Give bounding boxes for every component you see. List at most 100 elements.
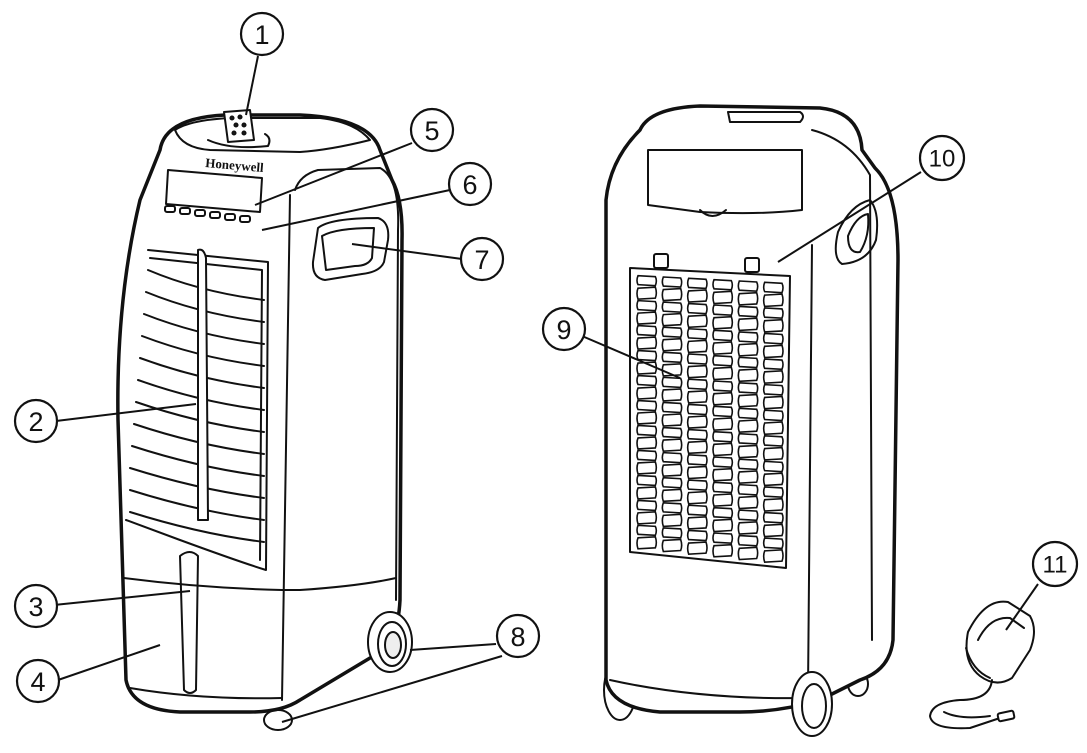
callout-7: 7 [459, 236, 505, 282]
filter-cell [737, 291, 759, 306]
filter-cell [686, 428, 708, 441]
filter-cell [762, 370, 784, 384]
svg-text:7: 7 [474, 245, 489, 275]
front-top-lid [174, 117, 371, 153]
filter-cell [661, 451, 683, 464]
filter-cell [686, 389, 708, 404]
filter-cell [661, 276, 683, 288]
filter-cell [661, 426, 683, 439]
filter-cell [712, 391, 734, 406]
filter-cell [686, 339, 708, 354]
filter-cell [712, 290, 734, 305]
filter-cell [762, 537, 784, 550]
filter-grid [636, 274, 784, 564]
filter-cell [737, 356, 759, 369]
filter-cell [712, 442, 734, 457]
filter-cell [661, 388, 683, 402]
callout-2: 2 [13, 398, 59, 444]
back-side-panel-edge [811, 129, 873, 641]
filter-cell [712, 354, 734, 367]
filter-cell [737, 407, 759, 420]
filter-cell [636, 524, 658, 537]
filter-cell [636, 424, 658, 437]
remote-control [207, 109, 271, 149]
filter-cell [686, 465, 708, 480]
filter-cell [661, 326, 683, 339]
filter-cell [762, 523, 784, 538]
filter-cell [661, 312, 683, 327]
filter-clips [653, 253, 760, 273]
front-side-panel-edge [294, 167, 400, 601]
filter-cell [762, 318, 784, 333]
filter-cell [712, 341, 734, 356]
filter-cell [712, 481, 734, 494]
filter-cell [636, 336, 658, 350]
front-louver-frame [125, 249, 269, 571]
filter-cell [737, 509, 759, 522]
svg-text:4: 4 [30, 667, 45, 697]
filter-cell [661, 376, 683, 389]
adapter-body [965, 600, 1035, 684]
filter-cell [762, 344, 784, 359]
back-lower-edge [609, 679, 809, 700]
filter-cell [762, 421, 784, 436]
back-caster-wheel [791, 671, 833, 737]
adapter-plug [996, 709, 1016, 723]
filter-cell [737, 381, 759, 394]
adapter-cable [929, 679, 1001, 730]
filter-cell [661, 476, 683, 489]
back-side-handle [834, 199, 879, 265]
filter-cell [661, 527, 683, 539]
filter-cell [762, 358, 784, 371]
svg-text:3: 3 [28, 592, 43, 622]
filter-cell [636, 486, 658, 500]
filter-cell [686, 541, 708, 556]
front-side-handle [311, 217, 390, 281]
svg-text:10: 10 [929, 146, 956, 173]
back-view-unit [603, 104, 900, 737]
filter-cell [636, 349, 658, 362]
leader-lines [53, 55, 1039, 723]
filter-cell [712, 304, 734, 316]
filter-cell [712, 278, 734, 291]
filter-cell [712, 430, 734, 443]
power-adapter [929, 600, 1035, 730]
filter-cell [661, 401, 683, 414]
svg-text:8: 8 [510, 622, 525, 652]
filter-cell [762, 472, 784, 487]
filter-cell [712, 456, 734, 468]
filter-cell [762, 307, 784, 320]
filter-cell [737, 280, 759, 293]
brand-logo: Honeywell [205, 155, 265, 175]
filter-cell [686, 529, 708, 542]
filter-cell [686, 453, 708, 466]
filter-cell [636, 324, 658, 337]
front-control-buttons [164, 205, 251, 223]
filter-cell [661, 538, 683, 553]
filter-cell [686, 327, 708, 340]
filter-cell [686, 440, 708, 455]
filter-cell [686, 504, 708, 517]
filter-cell [762, 434, 784, 447]
filter-cell [686, 490, 708, 505]
filter-cell [686, 314, 708, 329]
filter-cell [737, 342, 759, 357]
filter-cell [712, 315, 734, 330]
filter-cell [636, 286, 658, 300]
filter-cell [661, 301, 683, 313]
filter-cell [762, 281, 784, 294]
filter-cell [762, 395, 784, 410]
filter-cell [762, 446, 784, 461]
filter-cell [661, 351, 683, 364]
filter-cell [636, 299, 658, 312]
filter-cell [686, 403, 708, 416]
filter-cell [762, 497, 784, 512]
front-caster-wheel [367, 611, 413, 673]
filter-cell [636, 436, 658, 450]
filter-cell [712, 366, 734, 381]
filter-cell [737, 393, 759, 408]
filter-cell [636, 274, 658, 287]
filter-cell [661, 413, 683, 427]
water-level-indicator [179, 551, 199, 694]
